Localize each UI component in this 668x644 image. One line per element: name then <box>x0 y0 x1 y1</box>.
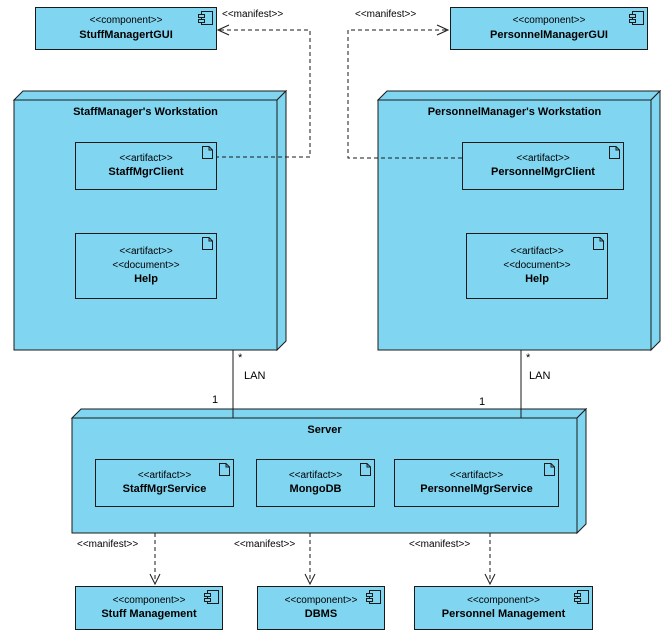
node-title-personnelmanager-workstation: PersonnelManager's Workstation <box>427 106 602 118</box>
manifest-connector-staffmgrclient[interactable] <box>215 29 311 158</box>
arrowhead-right-icon <box>436 24 450 36</box>
artifact-name: PersonnelMgrClient <box>491 166 595 179</box>
artifact-stereotype: <<document>> <box>503 259 571 271</box>
artifact-stereotype: <<artifact>> <box>119 246 173 258</box>
component-icon <box>366 590 381 604</box>
arrowhead-down-left-icon <box>149 573 161 586</box>
node-title-server: Server <box>307 424 342 436</box>
component-stereotype: <<component>> <box>512 15 586 27</box>
artifact-icon <box>219 463 230 476</box>
component-stuff-management[interactable]: <<component>> Stuff Management <box>75 586 223 630</box>
component-name: DBMS <box>304 608 338 621</box>
artifact-icon <box>202 146 213 159</box>
artifact-icon <box>202 237 213 250</box>
node-personnelmanager-workstation[interactable] <box>376 89 662 352</box>
artifact-stereotype: <<artifact>> <box>449 469 504 481</box>
arrowhead-down-right-icon <box>484 573 496 586</box>
artifact-name: StaffMgrService <box>122 483 207 496</box>
artifact-name: Help <box>134 273 158 286</box>
manifest-label-bottom-middle: <<manifest>> <box>234 539 296 550</box>
lan-multiplicity-one-left: 1 <box>212 394 219 406</box>
artifact-icon <box>609 146 620 159</box>
component-name: Stuff Management <box>101 608 197 621</box>
artifact-name: PersonnelMgrService <box>420 483 533 496</box>
component-stuffmanagertgui[interactable]: <<component>> StuffManagertGUI <box>35 7 217 50</box>
artifact-stereotype: <<document>> <box>112 259 180 271</box>
artifact-stereotype: <<artifact>> <box>137 469 192 481</box>
lan-label-right: LAN <box>529 370 551 382</box>
artifact-stereotype: <<artifact>> <box>119 152 173 164</box>
component-name: PersonnelManagerGUI <box>490 28 608 41</box>
artifact-staffmgrservice[interactable]: <<artifact>> StaffMgrService <box>95 459 234 507</box>
component-personnel-management[interactable]: <<component>> Personnel Management <box>414 586 593 630</box>
component-dbms[interactable]: <<component>> DBMS <box>257 586 385 630</box>
lan-multiplicity-star-right: * <box>526 352 531 364</box>
lan-multiplicity-one-right: 1 <box>479 396 486 408</box>
component-icon <box>574 590 589 604</box>
component-icon <box>198 11 213 25</box>
component-stereotype: <<component>> <box>284 594 358 606</box>
artifact-icon <box>593 237 604 250</box>
artifact-help-left[interactable]: <<artifact>> <<document>> Help <box>75 233 217 299</box>
artifact-icon <box>360 463 371 476</box>
manifest-connector-personnelmgrclient[interactable] <box>347 29 462 159</box>
component-icon <box>629 11 644 25</box>
artifact-name: MongoDB <box>289 483 342 496</box>
manifest-label-bottom-left: <<manifest>> <box>77 539 139 550</box>
component-personnelmanagergui[interactable]: <<component>> PersonnelManagerGUI <box>450 7 648 50</box>
component-stereotype: <<component>> <box>89 15 163 27</box>
manifest-label-bottom-right: <<manifest>> <box>409 539 471 550</box>
manifest-label-top-right: <<manifest>> <box>355 9 417 20</box>
artifact-stereotype: <<artifact>> <box>516 152 570 164</box>
component-stereotype: <<component>> <box>112 594 186 606</box>
component-icon <box>204 590 219 604</box>
artifact-personnelmgrservice[interactable]: <<artifact>> PersonnelMgrService <box>394 459 559 507</box>
artifact-stereotype: <<artifact>> <box>510 246 564 258</box>
component-name: StuffManagertGUI <box>79 28 173 41</box>
lan-label-left: LAN <box>244 370 266 382</box>
artifact-stereotype: <<artifact>> <box>288 469 343 481</box>
arrowhead-down-middle-icon <box>304 573 316 586</box>
node-staffmanager-workstation[interactable] <box>12 89 288 352</box>
artifact-staffmgrclient[interactable]: <<artifact>> StaffMgrClient <box>75 142 217 190</box>
node-title-staffmanager-workstation: StaffManager's Workstation <box>73 106 218 118</box>
artifact-name: StaffMgrClient <box>108 166 184 179</box>
artifact-help-right[interactable]: <<artifact>> <<document>> Help <box>466 233 608 299</box>
manifest-label-top-left: <<manifest>> <box>222 9 284 20</box>
lan-multiplicity-star-left: * <box>238 352 243 364</box>
artifact-icon <box>544 463 555 476</box>
arrowhead-left-icon <box>216 24 230 36</box>
component-name: Personnel Management <box>441 608 566 621</box>
component-stereotype: <<component>> <box>467 594 540 606</box>
artifact-personnelmgrclient[interactable]: <<artifact>> PersonnelMgrClient <box>462 142 624 190</box>
artifact-mongodb[interactable]: <<artifact>> MongoDB <box>256 459 375 507</box>
artifact-name: Help <box>525 273 549 286</box>
